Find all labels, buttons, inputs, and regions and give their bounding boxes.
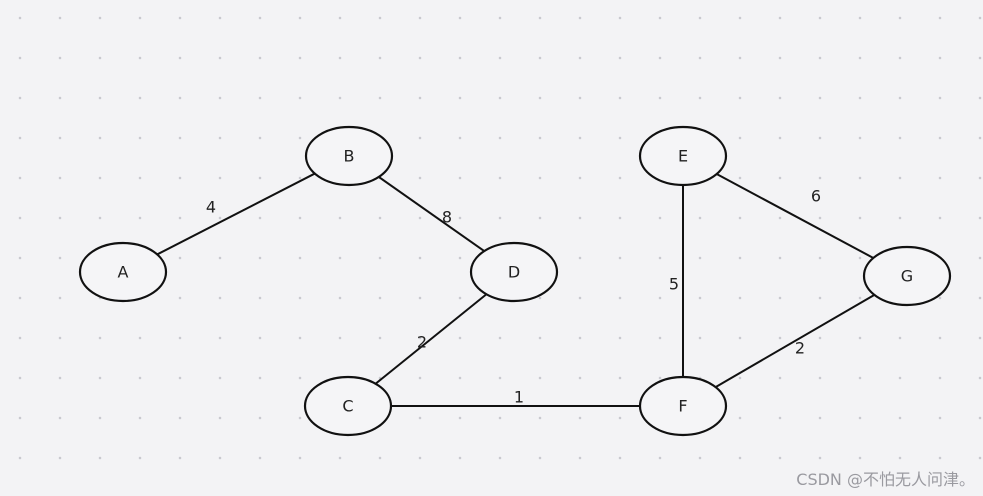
edge-b-d [378, 176, 485, 252]
edge-weight-c-f: 1 [514, 388, 524, 407]
edge-weight-e-f: 5 [669, 275, 679, 294]
node-d: D [469, 241, 559, 303]
node-shape [304, 125, 394, 187]
node-label: C [342, 397, 353, 416]
node-label: F [678, 397, 687, 416]
node-shape [303, 375, 393, 437]
node-b: B [304, 125, 394, 187]
nodes-layer: A B C D E F G [78, 125, 952, 437]
node-shape [469, 241, 559, 303]
edge-weight-b-d: 8 [442, 208, 452, 227]
edge-f-g [715, 294, 875, 388]
node-label: G [901, 267, 913, 286]
edge-d-c [374, 293, 488, 385]
node-e: E [638, 125, 728, 187]
edge-weight-f-g: 2 [795, 339, 805, 358]
node-shape [78, 241, 168, 303]
node-g: G [862, 245, 952, 307]
node-shape [862, 245, 952, 307]
edge-weight-d-c: 2 [417, 333, 427, 352]
node-label: A [118, 263, 129, 282]
node-shape [638, 125, 728, 187]
node-label: D [508, 263, 520, 282]
edges-layer: 4 8 2 1 5 6 2 [156, 172, 875, 407]
edge-e-g [716, 173, 874, 259]
node-label: B [344, 147, 355, 166]
node-a: A [78, 241, 168, 303]
node-label: E [678, 147, 688, 166]
edge-a-b [156, 172, 316, 256]
watermark: CSDN @不怕无人问津。 [796, 470, 975, 489]
edge-weight-e-g: 6 [811, 187, 821, 206]
node-shape [638, 375, 728, 437]
node-f: F [638, 375, 728, 437]
edge-weight-a-b: 4 [206, 198, 216, 217]
node-c: C [303, 375, 393, 437]
